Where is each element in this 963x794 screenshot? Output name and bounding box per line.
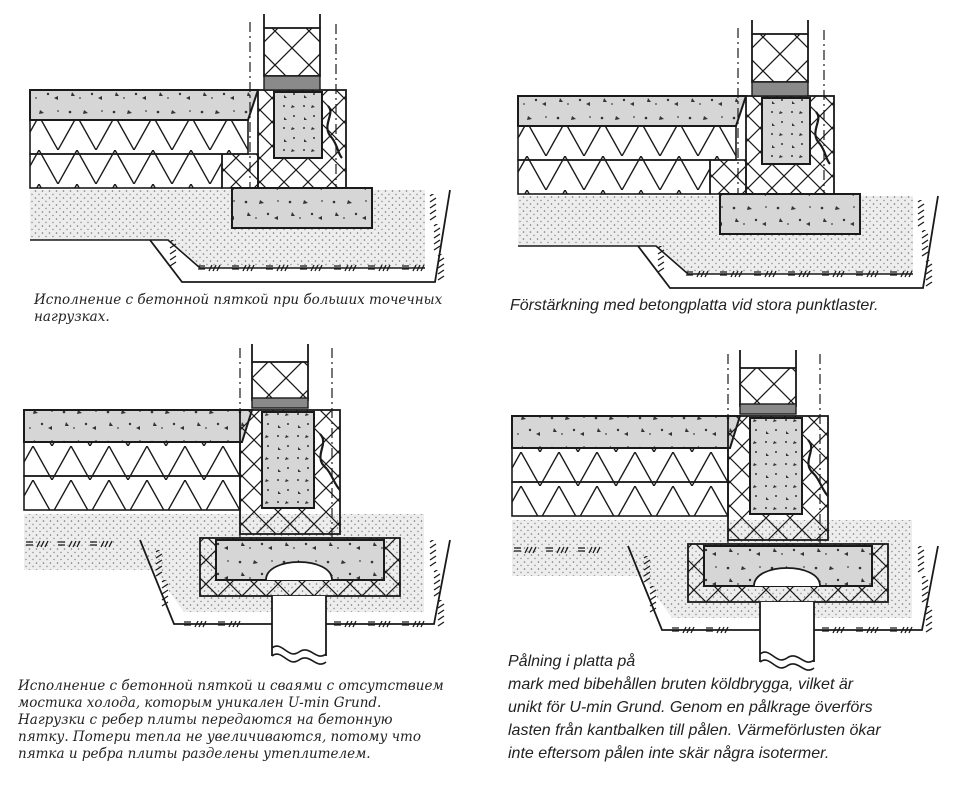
- detail-concrete-slab-reinforcement: [518, 20, 938, 288]
- caption-line: inte eftersom pålen inte skär några isot…: [508, 745, 830, 762]
- detail-pile-in-slab: [512, 350, 938, 670]
- caption-line: мостика холода, которым уникален U-min G…: [18, 695, 382, 711]
- caption-line: Исполнение с бетонной пяткой при больших…: [34, 292, 443, 308]
- detail-heel-with-pile: [24, 344, 450, 664]
- caption-line: Нагрузки с ребер плиты передаются на бет…: [18, 712, 393, 728]
- caption-line: Förstärkning med betongplatta vid stora …: [510, 297, 879, 314]
- caption-top-left: Исполнение с бетонной пяткой при больших…: [34, 292, 442, 326]
- caption-line: пятка и ребра плиты разделены утеплителе…: [18, 746, 371, 762]
- caption-line: unikt för U-min Grund. Genom en pålkrage…: [508, 699, 873, 716]
- caption-bottom-right: Pålning i platta på mark med bibehållen …: [508, 650, 881, 765]
- caption-line: нагрузках.: [34, 309, 110, 325]
- caption-line: Pålning i platta på: [508, 653, 636, 670]
- caption-line: пятку. Потери тепла не увеличиваются, по…: [18, 729, 421, 745]
- caption-top-right: Förstärkning med betongplatta vid stora …: [510, 294, 879, 317]
- caption-bottom-left: Исполнение с бетонной пяткой и сваями с …: [18, 678, 444, 763]
- detail-concrete-heel: [30, 14, 450, 282]
- caption-line: Исполнение с бетонной пяткой и сваями с …: [18, 678, 444, 694]
- caption-line: mark med bibehållen bruten köldbrygga, v…: [508, 676, 854, 693]
- caption-line: lasten från kantbalken till pålen. Värme…: [508, 722, 881, 739]
